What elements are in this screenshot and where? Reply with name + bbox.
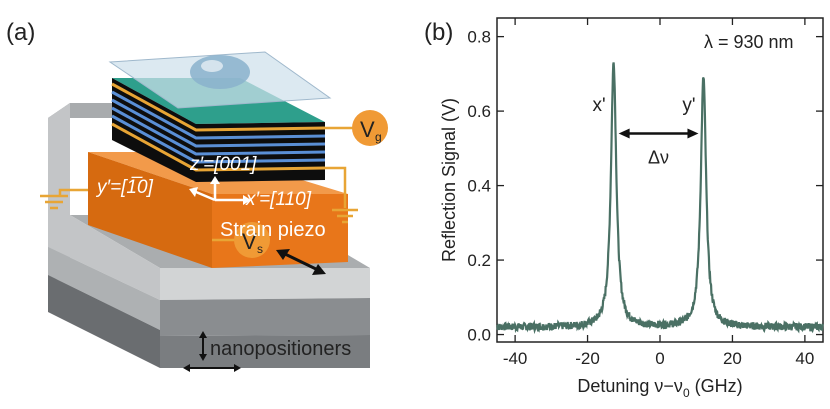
x-axis-label: x′=[110] bbox=[245, 189, 312, 210]
ground-symbol-piezo bbox=[40, 194, 68, 210]
z-axis-label: z′=[001] bbox=[189, 154, 257, 175]
vs-label: V bbox=[242, 229, 257, 254]
nanopositioner-arrows bbox=[183, 331, 241, 372]
x-axis-title-sub: 0 bbox=[683, 386, 690, 400]
crystal-axes bbox=[189, 176, 251, 205]
plot-frame bbox=[496, 17, 824, 343]
y-tick-label: 0.8 bbox=[467, 28, 491, 47]
panel-b-label: (b) bbox=[424, 19, 453, 46]
panel-b: (b) -40 -20 0 20 40 0.0 0.2 0.4 0.6 0.8 λ = 930 n… bbox=[424, 17, 824, 400]
x-tick-label: 20 bbox=[723, 349, 742, 368]
splitting-label: Δν bbox=[648, 147, 669, 167]
series-line bbox=[496, 62, 824, 335]
panel-a-label: (a) bbox=[6, 19, 35, 46]
strain-piezo-label: Strain piezo bbox=[220, 219, 326, 241]
glass-plate bbox=[108, 51, 332, 109]
peak-label-y: y' bbox=[682, 95, 695, 116]
strain-voltage-badge: V s bbox=[234, 222, 270, 258]
vg-label: V bbox=[360, 117, 375, 142]
peak-label-x: x' bbox=[592, 95, 605, 116]
x-tick-label: 0 bbox=[655, 349, 664, 368]
wavelength-annotation: λ = 930 nm bbox=[704, 32, 794, 52]
x-tick-label: -40 bbox=[503, 349, 528, 368]
y-axis-title: Reflection Signal (V) bbox=[439, 98, 459, 262]
y-tick-label: 0.0 bbox=[467, 326, 491, 345]
gate-voltage-badge: V g bbox=[352, 110, 388, 146]
y-axis-label: y′=[1̅0] bbox=[95, 177, 154, 198]
splitting-arrow bbox=[618, 128, 699, 139]
plot-area: -40 -20 0 20 40 0.0 0.2 0.4 0.6 0.8 bbox=[467, 17, 824, 368]
x-axis-title-prefix: Detuning ν−ν bbox=[577, 376, 683, 396]
wires bbox=[58, 126, 355, 242]
strain-arrow bbox=[276, 249, 326, 275]
y-tick-label: 0.6 bbox=[467, 102, 491, 121]
vg-sub: g bbox=[375, 130, 382, 144]
nanopositioners-label: nanopositioners bbox=[210, 338, 351, 360]
x-axis-title: Detuning ν−ν0 (GHz) bbox=[577, 376, 742, 400]
panel-a: (a) bbox=[6, 19, 388, 372]
x-tick-label: 40 bbox=[795, 349, 814, 368]
axis-ticks: -40 -20 0 20 40 0.0 0.2 0.4 0.6 0.8 bbox=[467, 18, 823, 368]
x-tick-label: -20 bbox=[575, 349, 600, 368]
y-tick-label: 0.2 bbox=[467, 251, 491, 270]
solid-immersion-lens bbox=[190, 55, 250, 89]
ground-symbol-gate bbox=[332, 208, 358, 224]
x-axis-title-suffix: (GHz) bbox=[690, 376, 743, 396]
y-tick-label: 0.4 bbox=[467, 177, 491, 196]
vs-sub: s bbox=[257, 242, 263, 256]
